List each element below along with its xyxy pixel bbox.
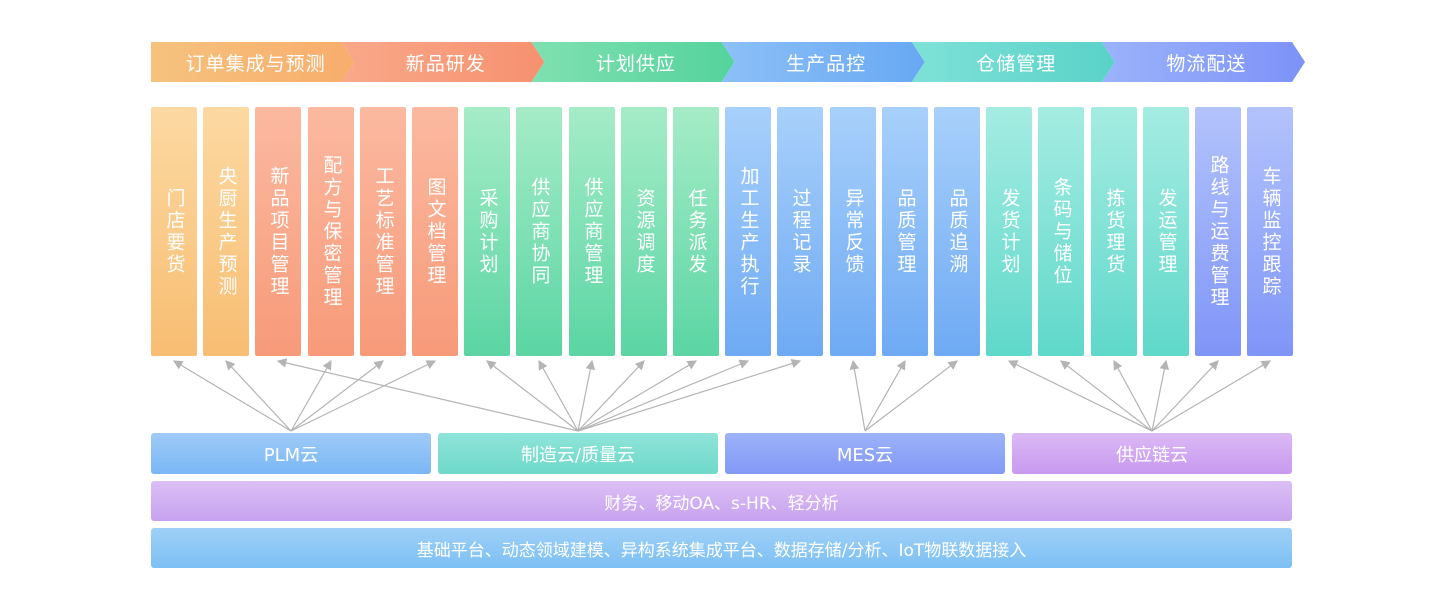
module-label: 路线与运费管理 xyxy=(1207,154,1230,309)
cloud-label: PLM云 xyxy=(263,444,319,466)
module-label: 图文档管理 xyxy=(424,176,447,287)
connector-arrow xyxy=(1151,360,1219,432)
module-column: 加工生产执行 xyxy=(725,107,771,356)
module-label: 门店要货 xyxy=(163,187,186,276)
module-label: 过程记录 xyxy=(789,187,812,276)
cloud-label: MES云 xyxy=(836,444,894,466)
module-column: 车辆监控跟踪 xyxy=(1247,107,1293,356)
module-column: 过程记录 xyxy=(777,107,823,356)
module-column: 路线与运费管理 xyxy=(1195,107,1241,356)
module-column: 拣货理货 xyxy=(1091,107,1137,356)
connector-arrow xyxy=(1151,360,1272,432)
module-column: 门店要货 xyxy=(151,107,197,356)
stage-label: 订单集成与预测 xyxy=(185,52,326,75)
module-label: 新品项目管理 xyxy=(267,165,290,298)
connector-arrow xyxy=(864,360,958,432)
connector-arrow xyxy=(276,358,579,432)
connector-arrow xyxy=(577,359,750,432)
connector-arrow xyxy=(538,359,579,432)
module-label: 工艺标准管理 xyxy=(372,165,395,298)
connector-arrow xyxy=(1151,359,1170,432)
connector-arrow xyxy=(577,358,802,432)
module-label: 品质管理 xyxy=(894,187,917,276)
stage-chevron-3: 计划供应 xyxy=(531,42,735,82)
connector-arrow xyxy=(486,360,579,432)
module-column: 配方与保密管理 xyxy=(308,107,354,356)
stage-chevron-4: 生产品控 xyxy=(721,42,925,82)
base-platform-bar: 基础平台、动态领域建模、异构系统集成平台、数据存储/分析、IoT物联数据接入 xyxy=(151,528,1292,568)
connector-arrow xyxy=(290,360,437,432)
module-label: 车辆监控跟踪 xyxy=(1259,165,1282,298)
module-label: 发运管理 xyxy=(1155,187,1178,276)
module-label: 供应商管理 xyxy=(581,176,604,287)
module-label: 资源调度 xyxy=(633,187,656,276)
module-label: 加工生产执行 xyxy=(737,165,760,298)
module-column: 工艺标准管理 xyxy=(360,107,406,356)
module-label: 异常反馈 xyxy=(842,187,865,276)
connector-arrow xyxy=(1007,360,1153,432)
module-column: 任务派发 xyxy=(673,107,719,356)
module-column: 供应商协同 xyxy=(516,107,562,356)
module-label: 任务派发 xyxy=(685,187,708,276)
module-label: 采购计划 xyxy=(476,187,499,276)
connector-arrow xyxy=(577,360,698,432)
module-column: 异常反馈 xyxy=(830,107,876,356)
bar-label: 基础平台、动态领域建模、异构系统集成平台、数据存储/分析、IoT物联数据接入 xyxy=(416,540,1027,561)
module-column: 发运管理 xyxy=(1143,107,1189,356)
stage-label: 计划供应 xyxy=(595,52,676,75)
stage-label: 生产品控 xyxy=(786,52,867,75)
cloud-box-2: 制造云/质量云 xyxy=(438,433,718,474)
connector-arrow xyxy=(577,359,596,432)
cloud-box-4: 供应链云 xyxy=(1012,433,1292,474)
module-label: 发货计划 xyxy=(998,187,1021,276)
module-column: 资源调度 xyxy=(621,107,667,356)
bar-label: 财务、移动OA、s-HR、轻分析 xyxy=(604,493,839,514)
stage-chevron-6: 物流配送 xyxy=(1101,42,1305,82)
module-label: 配方与保密管理 xyxy=(320,154,343,309)
connector-arrow xyxy=(225,360,292,432)
module-column: 品质追溯 xyxy=(934,107,980,356)
cloud-label: 供应链云 xyxy=(1116,444,1188,466)
connector-arrow xyxy=(1060,360,1153,432)
stage-label: 物流配送 xyxy=(1166,52,1247,75)
stage-chevron-5: 仓储管理 xyxy=(911,42,1115,82)
stage-chevron-1: 订单集成与预测 xyxy=(151,42,355,82)
module-label: 拣货理货 xyxy=(1103,187,1126,276)
module-label: 供应商协同 xyxy=(528,176,551,287)
connector-arrow xyxy=(290,360,384,432)
module-column: 图文档管理 xyxy=(412,107,458,356)
cloud-label: 制造云/质量云 xyxy=(520,444,636,466)
module-column: 供应商管理 xyxy=(569,107,615,356)
module-column: 条码与储位 xyxy=(1038,107,1084,356)
module-column: 采购计划 xyxy=(464,107,510,356)
module-label: 央厨生产预测 xyxy=(215,165,238,298)
connector-arrow xyxy=(849,359,866,432)
connector-arrow xyxy=(864,359,906,432)
stage-label: 仓储管理 xyxy=(976,52,1057,75)
stage-chevron-2: 新品研发 xyxy=(341,42,545,82)
connector-arrow xyxy=(290,359,332,432)
cloud-box-3: MES云 xyxy=(725,433,1005,474)
module-label: 品质追溯 xyxy=(946,187,969,276)
connector-arrow xyxy=(1113,359,1153,432)
cloud-box-1: PLM云 xyxy=(151,433,431,474)
module-column: 新品项目管理 xyxy=(255,107,301,356)
module-column: 央厨生产预测 xyxy=(203,107,249,356)
connector-arrow xyxy=(577,360,645,432)
office-services-bar: 财务、移动OA、s-HR、轻分析 xyxy=(151,481,1292,521)
module-column: 品质管理 xyxy=(882,107,928,356)
module-column: 发货计划 xyxy=(986,107,1032,356)
module-label: 条码与储位 xyxy=(1050,176,1073,287)
stage-label: 新品研发 xyxy=(405,52,486,75)
connector-arrow xyxy=(172,360,292,432)
